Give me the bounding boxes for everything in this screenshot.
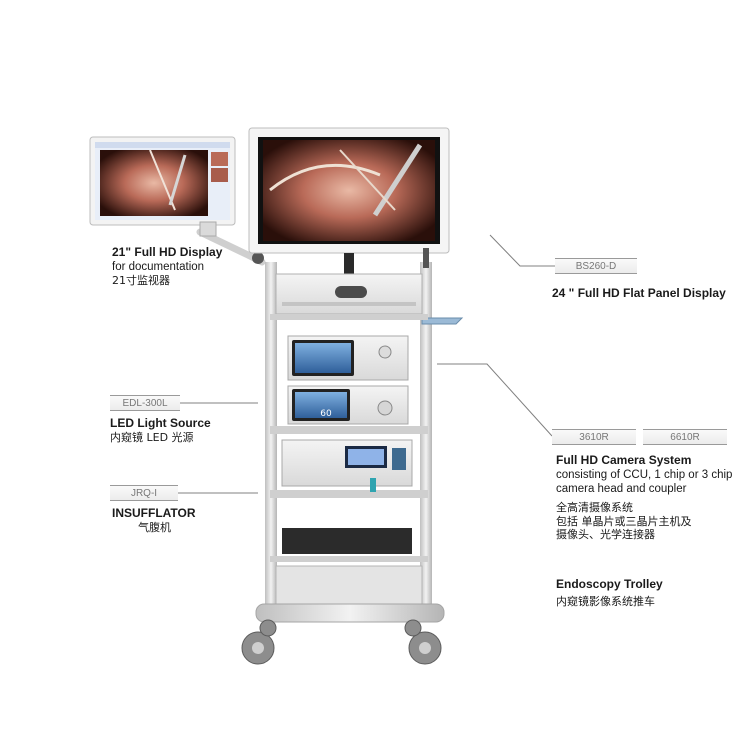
leader-camera — [437, 363, 553, 437]
main-display-label: 24 " Full HD Flat Panel Display — [552, 286, 726, 301]
camera-label: Full HD Camera System consisting of CCU,… — [556, 453, 732, 542]
light-source-title: LED Light Source — [110, 416, 211, 430]
trolley-cn: 内窥镜影像系统推车 — [556, 595, 655, 608]
insufflator-cn: 气腹机 — [138, 521, 171, 534]
camera-model-b: 6610R — [643, 429, 727, 445]
insufflator-model: JRQ-I — [110, 485, 178, 501]
trolley — [241, 248, 464, 665]
camera-desc-1: consisting of CCU, 1 chip or 3 chip — [556, 469, 733, 481]
doc-display-title: 21" Full HD Display — [112, 245, 223, 259]
doc-display-subtitle: for documentation — [112, 261, 205, 273]
camera-cn-2: 包括 单晶片或三晶片主机及 — [556, 514, 692, 528]
light-source-cn: 内窥镜 LED 光源 — [110, 431, 194, 444]
camera-model-a: 3610R — [552, 429, 636, 445]
doc-display-cn: 21寸监视器 — [112, 274, 170, 288]
leader-main-display — [489, 234, 560, 267]
main-monitor — [248, 127, 450, 275]
camera-cn-1: 全高清摄像系统 — [556, 500, 633, 514]
trolley-title: Endoscopy Trolley — [556, 577, 663, 591]
insufflator-readout: 60 — [320, 409, 332, 419]
light-source-label: LED Light Source 内窥镜 LED 光源 — [110, 416, 211, 445]
main-display-model: BS260-D — [555, 258, 637, 274]
insufflator-label: INSUFFLATOR 气腹机 — [112, 506, 196, 535]
doc-monitor — [89, 136, 266, 266]
trolley-label: Endoscopy Trolley 内窥镜影像系统推车 — [556, 577, 663, 609]
light-source-model: EDL-300L — [110, 395, 180, 411]
insufflator-title: INSUFFLATOR — [112, 506, 196, 520]
main-display-title: 24 " Full HD Flat Panel Display — [552, 286, 726, 300]
leader-lines — [178, 234, 560, 494]
camera-title: Full HD Camera System — [556, 453, 692, 467]
doc-display-label: 21" Full HD Display for documentation 21… — [112, 245, 222, 288]
camera-desc-2: camera head and coupler — [556, 483, 687, 496]
camera-cn-3: 摄像头、光学连接器 — [556, 528, 655, 542]
